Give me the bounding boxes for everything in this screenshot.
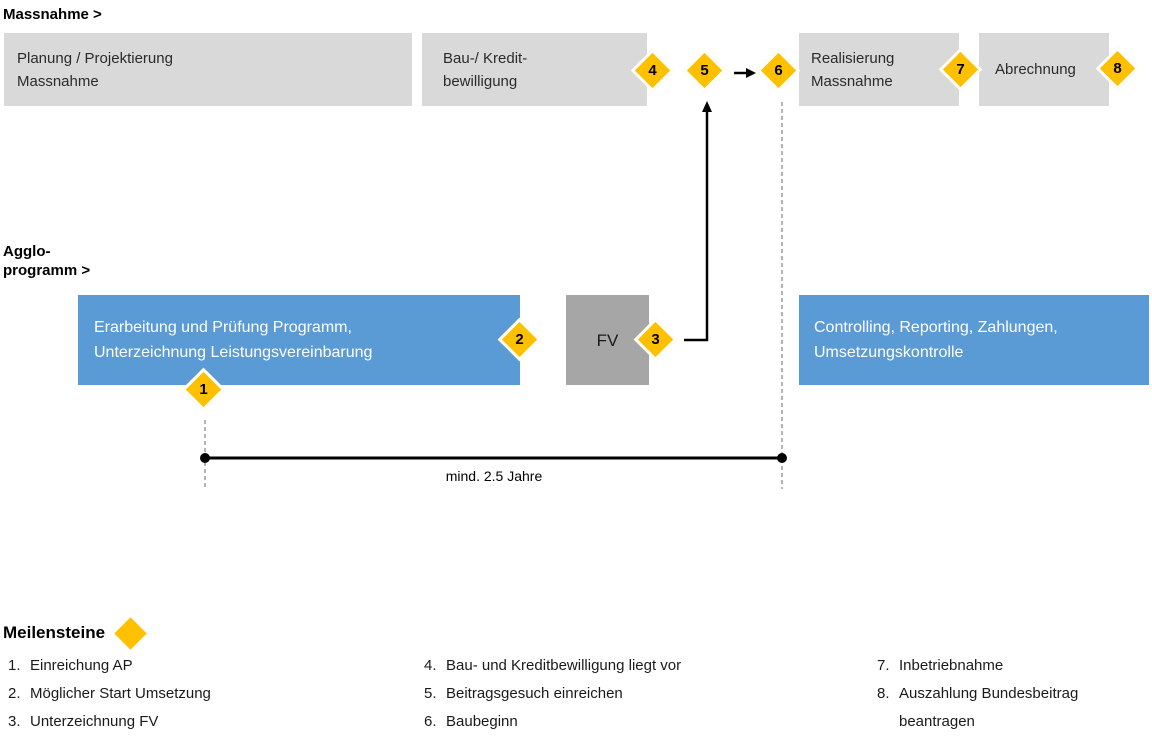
milestone-item-8-number: 8. <box>877 685 890 702</box>
phase-box-planung: Planung / Projektierung Massnahme <box>4 33 412 106</box>
milestone-item-6: 6. Baubeginn <box>424 708 824 736</box>
agglo-row-label: Agglo- programm > <box>3 243 91 279</box>
massnahme-row-label: Massnahme > <box>3 6 102 23</box>
milestone-item-2-text: Möglicher Start Umsetzung <box>30 685 211 702</box>
fv-box-label: FV <box>596 330 619 350</box>
milestone-diamond-7-number: 7 <box>956 61 965 78</box>
milestone-diamond-1-number: 1 <box>199 381 208 398</box>
milestone-list-column-3: 7. Inbetriebnahme 8. Auszahlung Bundesbe… <box>877 652 1087 736</box>
milestone-item-7-number: 7. <box>877 657 890 674</box>
legend-diamond-icon <box>114 617 147 650</box>
arrow-3-to-5-head <box>702 101 712 112</box>
milestone-item-4-text: Bau- und Kreditbewilligung liegt vor <box>446 657 682 674</box>
phase-box-bewilligung: Bau-/ Kredit- bewilligung <box>422 33 647 106</box>
milestone-item-5: 5. Beitragsgesuch einreichen <box>424 680 824 708</box>
milestone-list-column-2: 4. Bau- und Kreditbewilligung liegt vor … <box>424 652 824 736</box>
arrow-5-to-6-head <box>746 68 756 78</box>
milestone-item-3-text: Unterzeichnung FV <box>30 713 159 730</box>
milestone-diamond-6-number: 6 <box>774 62 783 79</box>
milestone-item-3-number: 3. <box>8 713 21 730</box>
milestone-item-2-number: 2. <box>8 685 21 702</box>
milestone-diamond-8-number: 8 <box>1113 60 1122 77</box>
milestone-item-3: 3. Unterzeichnung FV <box>8 708 398 736</box>
timeline-duration-label: mind. 2.5 Jahre <box>445 468 543 484</box>
milestone-item-8: 8. Auszahlung Bundesbeitrag beantragen <box>877 680 1087 736</box>
phase-box-abrechnung-label: Abrechnung <box>995 61 1076 78</box>
phase-box-planung-label: Planung / Projektierung Massnahme <box>17 49 173 90</box>
program-box-erarbeitung-label: Erarbeitung und Prüfung Programm, Unterz… <box>94 319 373 361</box>
milestone-item-5-number: 5. <box>424 685 437 702</box>
milestone-item-2: 2. Möglicher Start Umsetzung <box>8 680 398 708</box>
milestone-diamond-6: 6 <box>756 48 801 93</box>
milestone-item-6-number: 6. <box>424 713 437 730</box>
milestone-list-column-1: 1. Einreichung AP 2. Möglicher Start Ums… <box>8 652 398 736</box>
milestone-diamond-3-number: 3 <box>651 331 660 348</box>
milestone-item-8-text: Auszahlung Bundesbeitrag beantragen <box>899 685 1079 730</box>
phase-box-abrechnung: Abrechnung <box>979 33 1109 106</box>
program-box-controlling-label: Controlling, Reporting, Zahlungen, Umset… <box>814 319 1058 361</box>
milestone-item-4-number: 4. <box>424 657 437 674</box>
arrow-3-to-5-shaft <box>684 110 709 342</box>
legend-title-text: Meilensteine <box>3 622 106 642</box>
milestone-diamond-4-number: 4 <box>648 62 657 79</box>
program-box-erarbeitung: Erarbeitung und Prüfung Programm, Unterz… <box>78 295 520 385</box>
milestone-item-7-text: Inbetriebnahme <box>899 657 1004 674</box>
milestone-item-1-number: 1. <box>8 657 21 674</box>
milestone-item-5-text: Beitragsgesuch einreichen <box>446 685 623 702</box>
milestone-item-4: 4. Bau- und Kreditbewilligung liegt vor <box>424 652 824 680</box>
legend-title: Meilensteine <box>3 617 147 650</box>
timeline-dot-left <box>200 453 210 463</box>
program-box-controlling: Controlling, Reporting, Zahlungen, Umset… <box>799 295 1149 385</box>
milestone-item-7: 7. Inbetriebnahme <box>877 652 1087 680</box>
milestone-diamond-5: 5 <box>682 48 727 93</box>
milestone-diamond-2-number: 2 <box>515 331 524 348</box>
milestone-item-6-text: Baubeginn <box>446 713 518 730</box>
milestone-item-1: 1. Einreichung AP <box>8 652 398 680</box>
phase-box-bewilligung-label: Bau-/ Kredit- bewilligung <box>443 49 528 90</box>
milestone-item-1-text: Einreichung AP <box>30 657 133 674</box>
milestone-diamond-5-number: 5 <box>700 62 709 79</box>
phase-box-realisierung: Realisierung Massnahme <box>799 33 959 106</box>
phase-box-realisierung-label: Realisierung Massnahme <box>811 49 895 90</box>
timeline-dot-right <box>777 453 787 463</box>
